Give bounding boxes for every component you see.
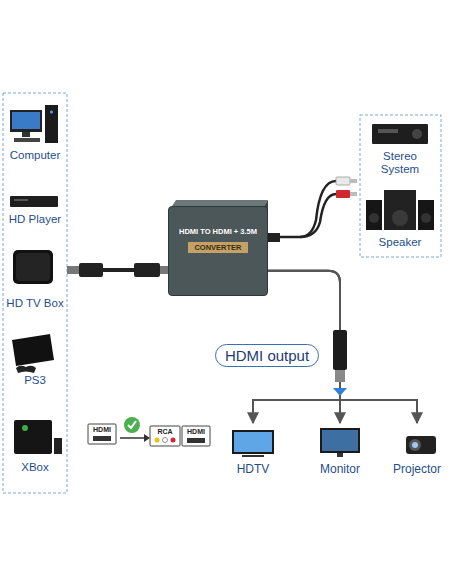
display-device: Monitor: [309, 424, 371, 476]
stereo-icon: [372, 124, 428, 144]
hdmi-cable: [67, 263, 168, 277]
node-text: HDMI output: [225, 347, 309, 364]
port-label: RCA: [150, 428, 180, 435]
node-text: HDMI TO HDMI + 3.5M: [169, 227, 267, 236]
node-text: Stereo System: [371, 150, 429, 176]
device-label: Speaker: [379, 236, 422, 249]
device-label: HD Player: [9, 213, 61, 226]
device-label: Stereo System: [371, 150, 429, 176]
display-device: Projector: [386, 424, 448, 476]
display-device: HDTV: [225, 424, 281, 476]
device-label: PS3: [24, 374, 46, 387]
tv-icon: [232, 430, 274, 457]
node-text: XBox: [21, 461, 49, 474]
port-label: HDMI: [88, 426, 116, 433]
compat-icons: [88, 417, 210, 446]
device-label: Computer: [10, 149, 61, 162]
node-text: HD TV Box: [6, 297, 63, 310]
split-arrow: [333, 388, 347, 396]
node-text: Monitor: [309, 462, 371, 476]
node-text: Projector: [386, 462, 448, 476]
device-label: XBox: [21, 461, 49, 474]
output-badge: HDMI output: [215, 344, 319, 367]
source-panel: [3, 93, 67, 493]
node-text: HD Player: [9, 213, 61, 226]
rca-cable: [266, 177, 357, 242]
tvbox-icon: [13, 250, 53, 284]
port-label: HDMI: [182, 428, 210, 435]
node-text: PS3: [24, 374, 46, 387]
player-icon: [10, 196, 58, 207]
computer-icon: [10, 105, 58, 143]
audio-panel: [360, 115, 441, 257]
projector-icon: [406, 436, 436, 454]
console-icon: [14, 420, 62, 454]
node-text: Speaker: [379, 236, 422, 249]
speaker-icon: [366, 190, 434, 230]
node-text: Computer: [10, 149, 61, 162]
node-text: CONVERTER: [188, 242, 247, 253]
monitor-icon: [320, 428, 360, 457]
converter-box: HDMI TO HDMI + 3.5M CONVERTER: [168, 206, 268, 296]
console-icon: [12, 334, 54, 373]
node-text: HDTV: [225, 462, 281, 476]
hdmi-plug: [333, 330, 347, 382]
device-label: HD TV Box: [6, 297, 63, 310]
